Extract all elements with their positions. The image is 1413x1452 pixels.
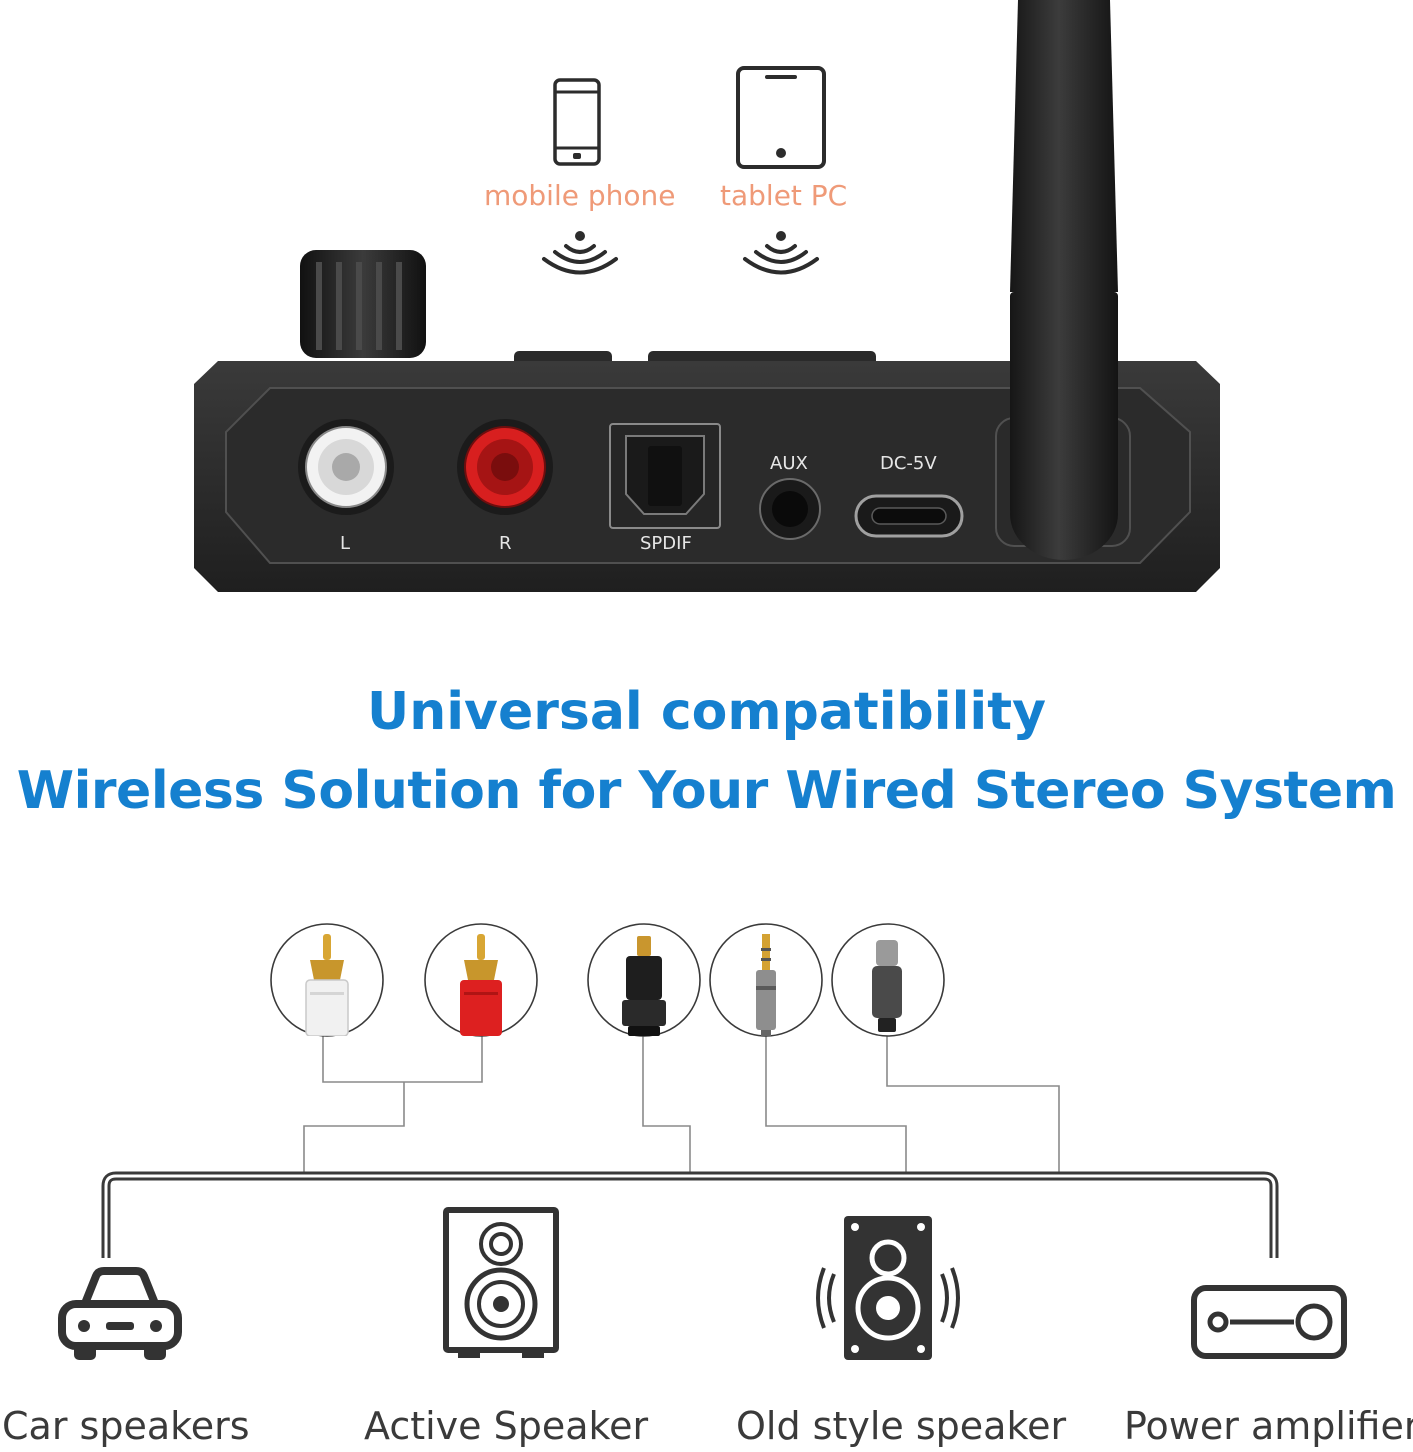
- device-label-car-speakers: Car speakers: [2, 1404, 250, 1448]
- port-label-power: DC-5V: [880, 453, 937, 474]
- usb-c-plug-icon: [864, 938, 910, 1034]
- port-label-left: L: [340, 533, 351, 554]
- port-label-optical: SPDIF: [640, 533, 692, 554]
- wireless-signal-icon: [741, 228, 821, 282]
- car-icon: [58, 1266, 182, 1364]
- wireless-signal-icon: [540, 228, 620, 282]
- phone-icon: [553, 78, 601, 166]
- tablet-label: tablet PC: [720, 179, 848, 212]
- rca-red-plug-icon: [450, 930, 512, 1036]
- amplifier-icon: [1190, 1284, 1348, 1360]
- port-label-right: R: [499, 533, 512, 554]
- phone-label: mobile phone: [484, 179, 676, 212]
- output-distribution-line: [0, 1160, 1413, 1270]
- bookshelf-speaker-icon: [442, 1206, 560, 1360]
- bluetooth-transmitter-device: [0, 0, 1413, 600]
- device-label-active-speaker: Active Speaker: [364, 1404, 649, 1448]
- tablet-icon: [735, 65, 827, 170]
- port-label-aux: AUX: [770, 453, 808, 474]
- headline-title: Universal compatibility: [366, 682, 1047, 742]
- aux-3-5mm-plug-icon: [748, 930, 784, 1036]
- optical-plug-icon: [616, 934, 672, 1038]
- device-label-old-style-speaker: Old style speaker: [736, 1404, 1067, 1448]
- rca-white-plug-icon: [296, 930, 358, 1037]
- vintage-speaker-icon: [814, 1214, 962, 1362]
- headline-subtitle: Wireless Solution for Your Wired Stereo …: [16, 761, 1397, 821]
- connector-diagram: [0, 900, 1413, 1200]
- device-label-power-amplifier: Power amplifier: [1124, 1404, 1413, 1448]
